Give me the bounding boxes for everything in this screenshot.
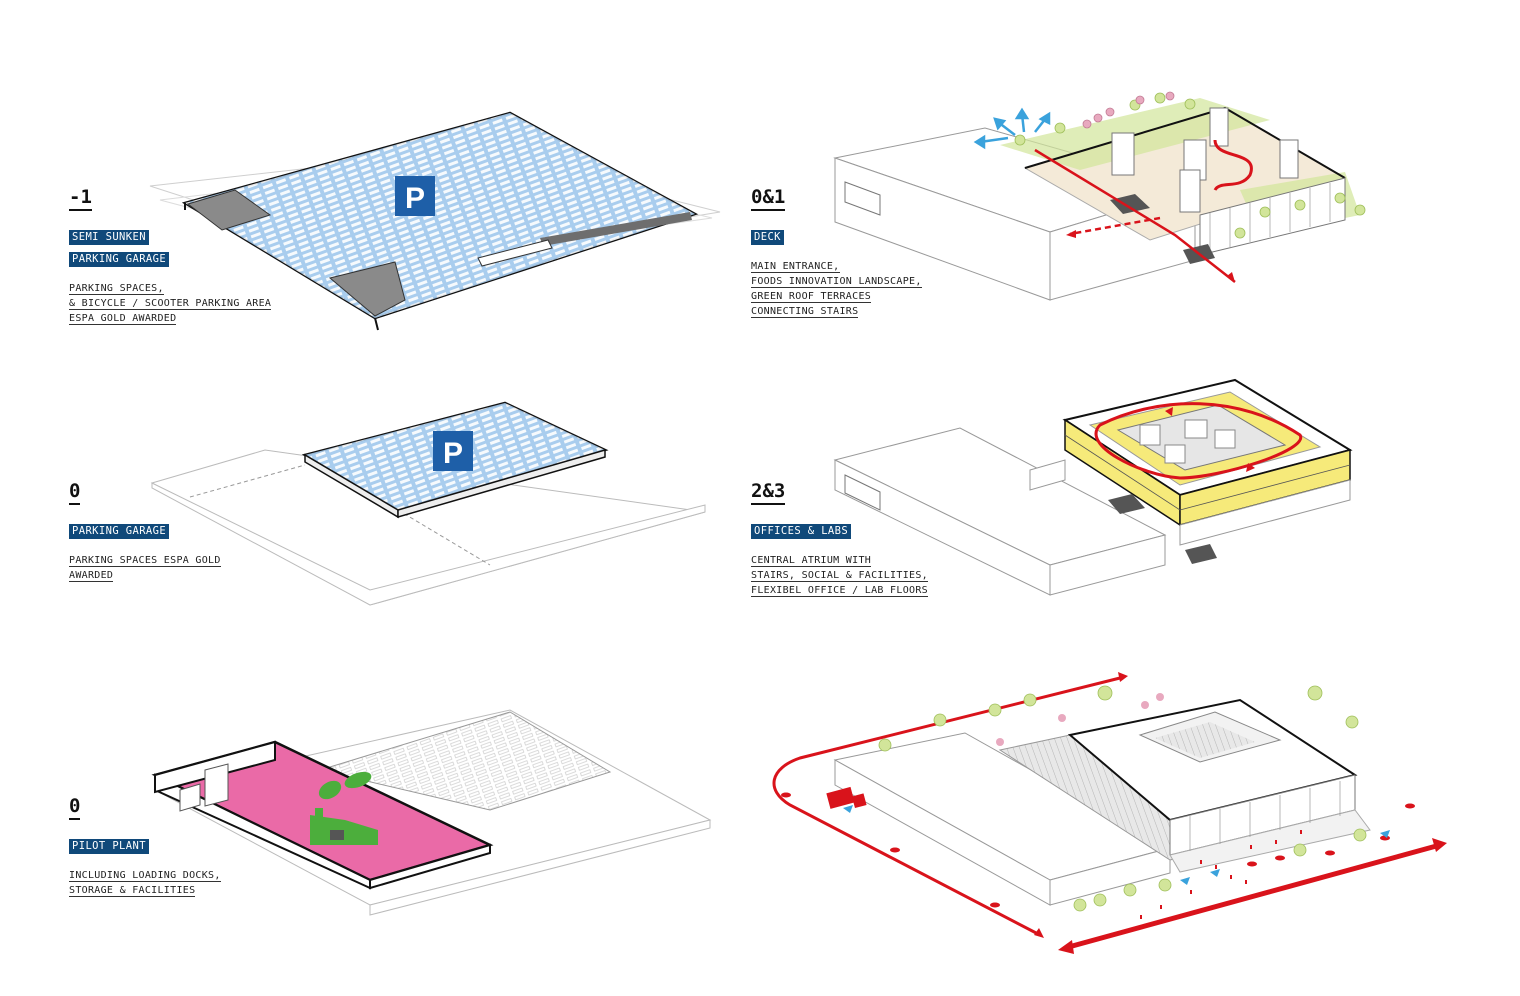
description-line: MAIN ENTRANCE, xyxy=(751,261,840,273)
parking-sign-2 xyxy=(433,431,473,471)
level-number: -1 xyxy=(69,188,92,211)
level-number: 0 xyxy=(69,797,81,820)
parking-sign-2-letter: P xyxy=(443,437,463,470)
description-line: PARKING SPACES ESPA GOLD xyxy=(69,555,221,567)
panel-3-drawing: P xyxy=(150,401,706,606)
panel-5-labels: 0 PILOT PLANT INCLUDING LOADING DOCKS, S… xyxy=(69,797,309,898)
panel-2-drawing xyxy=(833,91,1366,301)
tag-label: PARKING GARAGE xyxy=(69,252,170,267)
leaf-icon xyxy=(318,780,342,800)
description-line: CENTRAL ATRIUM WITH xyxy=(751,555,872,567)
parking-sign-1 xyxy=(395,176,435,216)
panel-4-labels: 2&3 OFFICES & LABS CENTRAL ATRIUM WITH S… xyxy=(751,482,991,598)
level-number: 0 xyxy=(69,482,81,505)
panel-5-drawing xyxy=(151,709,712,916)
tag-label: PARKING GARAGE xyxy=(69,524,170,539)
description-line: ESPA GOLD AWARDED xyxy=(69,313,177,325)
description-line: AWARDED xyxy=(69,570,114,582)
description-line: FLEXIBEL OFFICE / LAB FLOORS xyxy=(751,585,928,597)
description-line: CONNECTING STAIRS xyxy=(751,306,859,318)
description-line: STORAGE & FACILITIES xyxy=(69,885,196,897)
panel-2-labels: 0&1 DECK MAIN ENTRANCE, FOODS INNOVATION… xyxy=(751,188,991,319)
panel-1-labels: -1 SEMI SUNKEN PARKING GARAGE PARKING SP… xyxy=(69,188,309,326)
panel-6-drawing xyxy=(772,672,1447,954)
panel-4-drawing xyxy=(833,378,1353,596)
description-line: GREEN ROOF TERRACES xyxy=(751,291,872,303)
description-line: STAIRS, SOCIAL & FACILITIES, xyxy=(751,570,928,582)
tag-label: OFFICES & LABS xyxy=(751,524,852,539)
description-line: PARKING SPACES, xyxy=(69,283,164,295)
parking-sign-1-letter: P xyxy=(405,182,425,215)
description-line: FOODS INNOVATION LANDSCAPE, xyxy=(751,276,922,288)
tag-label: DECK xyxy=(751,230,784,245)
panel-1-drawing: P xyxy=(149,111,721,331)
level-number: 2&3 xyxy=(751,482,786,505)
level-number: 0&1 xyxy=(751,188,786,211)
panel-3-labels: 0 PARKING GARAGE PARKING SPACES ESPA GOL… xyxy=(69,482,309,583)
description-line: INCLUDING LOADING DOCKS, xyxy=(69,870,221,882)
description-line: & BICYCLE / SCOOTER PARKING AREA xyxy=(69,298,272,310)
tag-label: PILOT PLANT xyxy=(69,839,149,854)
tag-label: SEMI SUNKEN xyxy=(69,230,149,245)
